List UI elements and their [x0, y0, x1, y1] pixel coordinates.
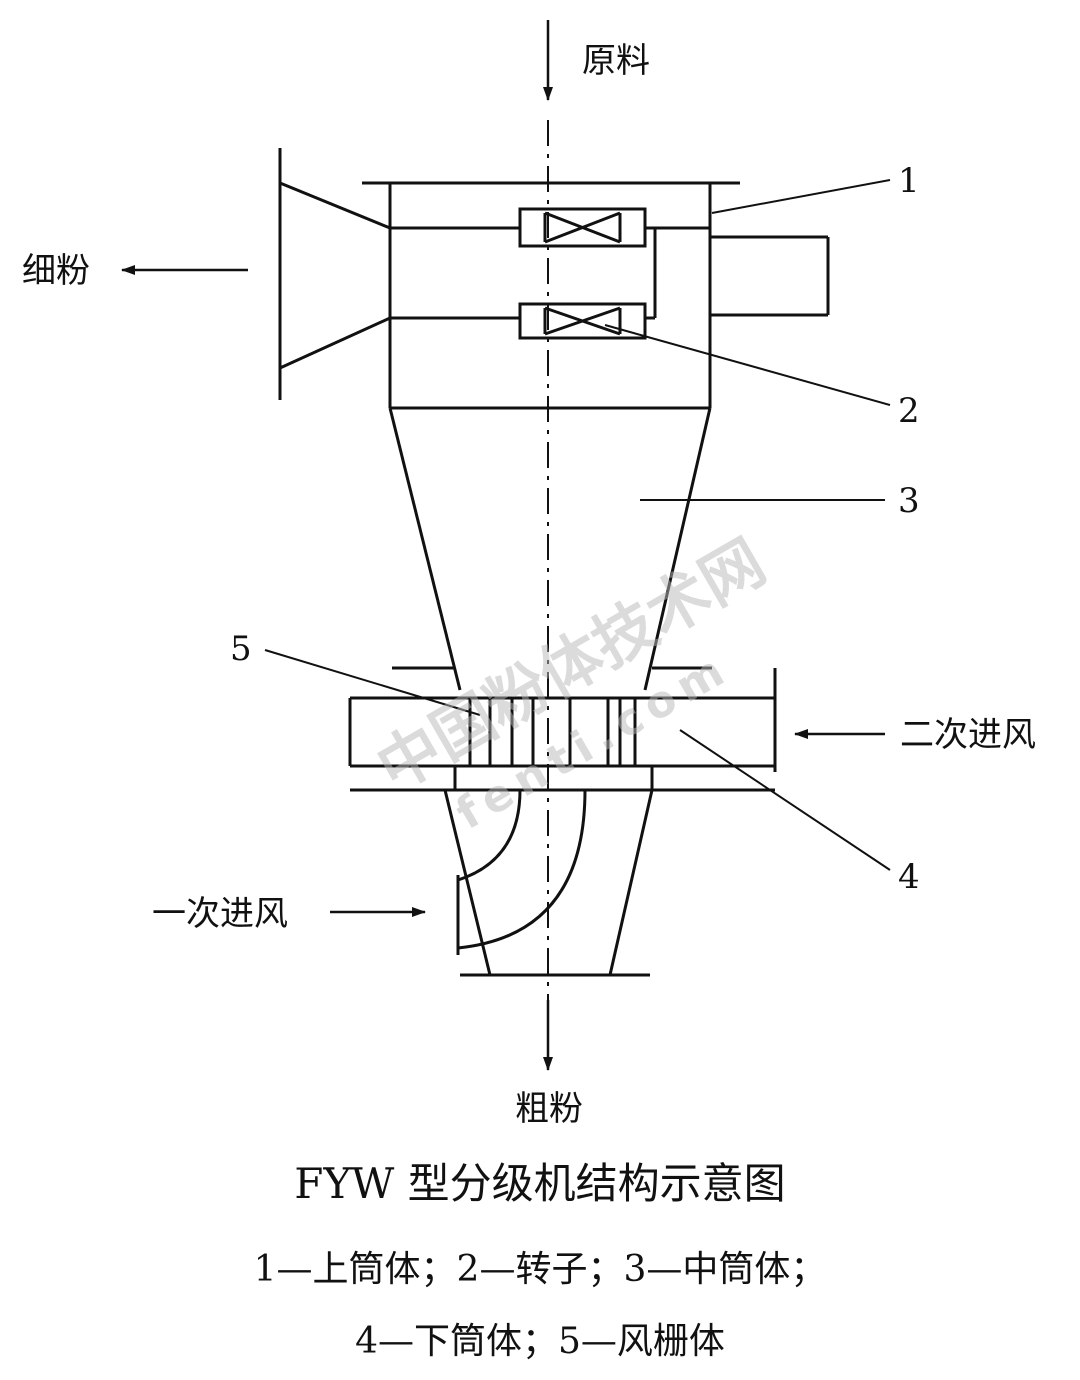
- legend-line-1: 1—上筒体；2—转子；3—中筒体；: [253, 1249, 827, 1290]
- leader-4: [679, 729, 891, 871]
- fine-powder-outlet: [278, 148, 391, 400]
- part-number-5: 5: [230, 629, 252, 669]
- part-number-3: 3: [898, 481, 920, 521]
- part-number-2: 2: [898, 391, 920, 431]
- part-number-4: 4: [898, 857, 920, 897]
- secondary-air-label: 二次进风: [900, 715, 1036, 755]
- leader-2: [604, 324, 891, 406]
- leader-5: [264, 649, 481, 716]
- structure-lines: [121, 20, 891, 1071]
- rotor-upper: [518, 207, 647, 248]
- air-grid-band: [348, 668, 777, 792]
- coarse-powder-label: 粗粉: [515, 1089, 583, 1129]
- primary-air-label: 一次进风: [152, 894, 288, 934]
- lower-cylinder: [443, 789, 654, 977]
- middle-cylinder-cone: [388, 407, 712, 691]
- leader-1: [711, 179, 891, 214]
- fine-powder-label: 细粉: [22, 251, 90, 291]
- raw-material-label: 原料: [582, 41, 650, 81]
- motor-housing: [710, 235, 830, 317]
- part-number-1: 1: [898, 161, 920, 201]
- rotor-lower: [518, 302, 647, 340]
- legend-line-2: 4—下筒体；5—风栅体: [355, 1321, 725, 1362]
- figure-title: FYW 型分级机结构示意图: [294, 1159, 786, 1208]
